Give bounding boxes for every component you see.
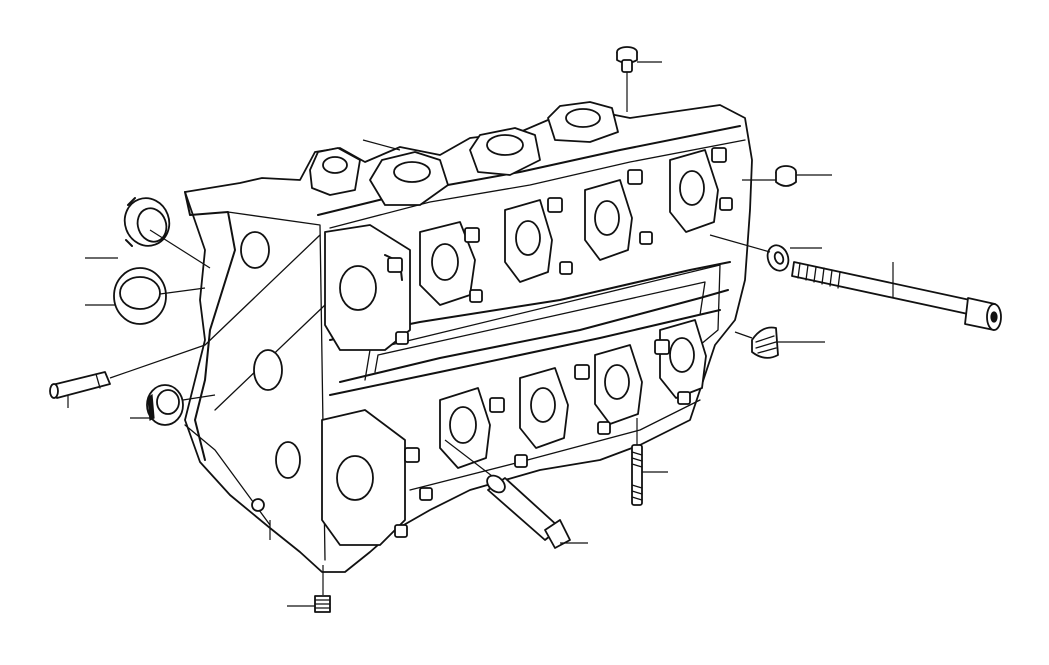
lower-journals <box>439 319 707 469</box>
end-bore-middle <box>253 349 283 391</box>
intake-port-towers <box>309 101 619 206</box>
seal-ring-lower <box>113 267 167 325</box>
head-studs <box>387 147 733 538</box>
pedestal-front-lower <box>321 409 406 546</box>
leader-port <box>362 139 401 151</box>
end-bore-lower <box>275 441 301 479</box>
stud-bolt <box>631 444 643 506</box>
screen-filter <box>751 326 779 359</box>
callout-leaders <box>67 61 894 607</box>
pedestal-front-upper <box>324 224 411 351</box>
cam-bearing-pedestals <box>321 149 719 546</box>
upper-journals <box>419 149 719 306</box>
valve-guide <box>486 474 571 549</box>
port-tower-1 <box>369 151 449 206</box>
port-tower-3 <box>547 101 619 143</box>
end-bore-upper <box>240 231 270 269</box>
port-tower-2 <box>469 127 541 176</box>
head-bolt <box>791 261 1002 331</box>
small-seal <box>146 384 184 426</box>
seal-ring-upper <box>123 197 171 247</box>
dowel-pin <box>49 371 111 399</box>
small-plug <box>314 595 331 613</box>
washer <box>766 244 790 272</box>
plug-top <box>616 46 638 73</box>
sleeve-nut <box>775 165 797 187</box>
